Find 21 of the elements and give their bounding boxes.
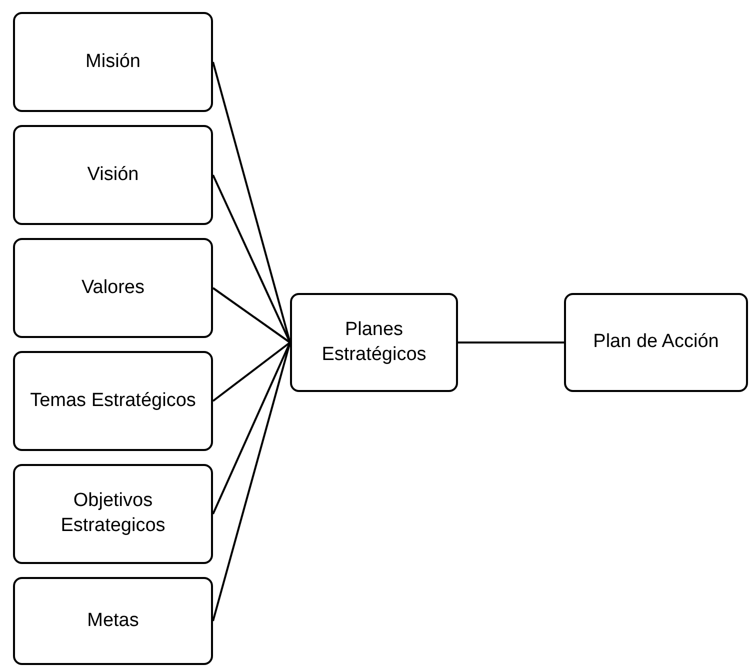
connector-line xyxy=(212,287,291,344)
process-box xyxy=(13,351,213,451)
box-label: Planes Estratégicos xyxy=(320,318,428,366)
process-box xyxy=(13,464,213,564)
box-label: Metas xyxy=(87,608,139,633)
connector-line xyxy=(212,174,291,343)
box-label: Plan de Acción xyxy=(593,330,719,354)
connector-line xyxy=(212,342,291,514)
box-label: Visión xyxy=(87,162,139,187)
process-box xyxy=(13,125,213,225)
process-box xyxy=(564,293,748,392)
box-label: Valores xyxy=(81,276,144,300)
process-box xyxy=(13,12,213,112)
box-label: Objetivos Estrategicos xyxy=(60,489,166,538)
connector-line xyxy=(458,342,564,344)
process-box xyxy=(13,238,213,338)
process-box xyxy=(13,577,213,665)
connector-line xyxy=(212,342,291,402)
process-box xyxy=(290,293,458,392)
box-label: Misión xyxy=(86,50,140,74)
box-label: Temas Estratégicos xyxy=(30,388,196,413)
